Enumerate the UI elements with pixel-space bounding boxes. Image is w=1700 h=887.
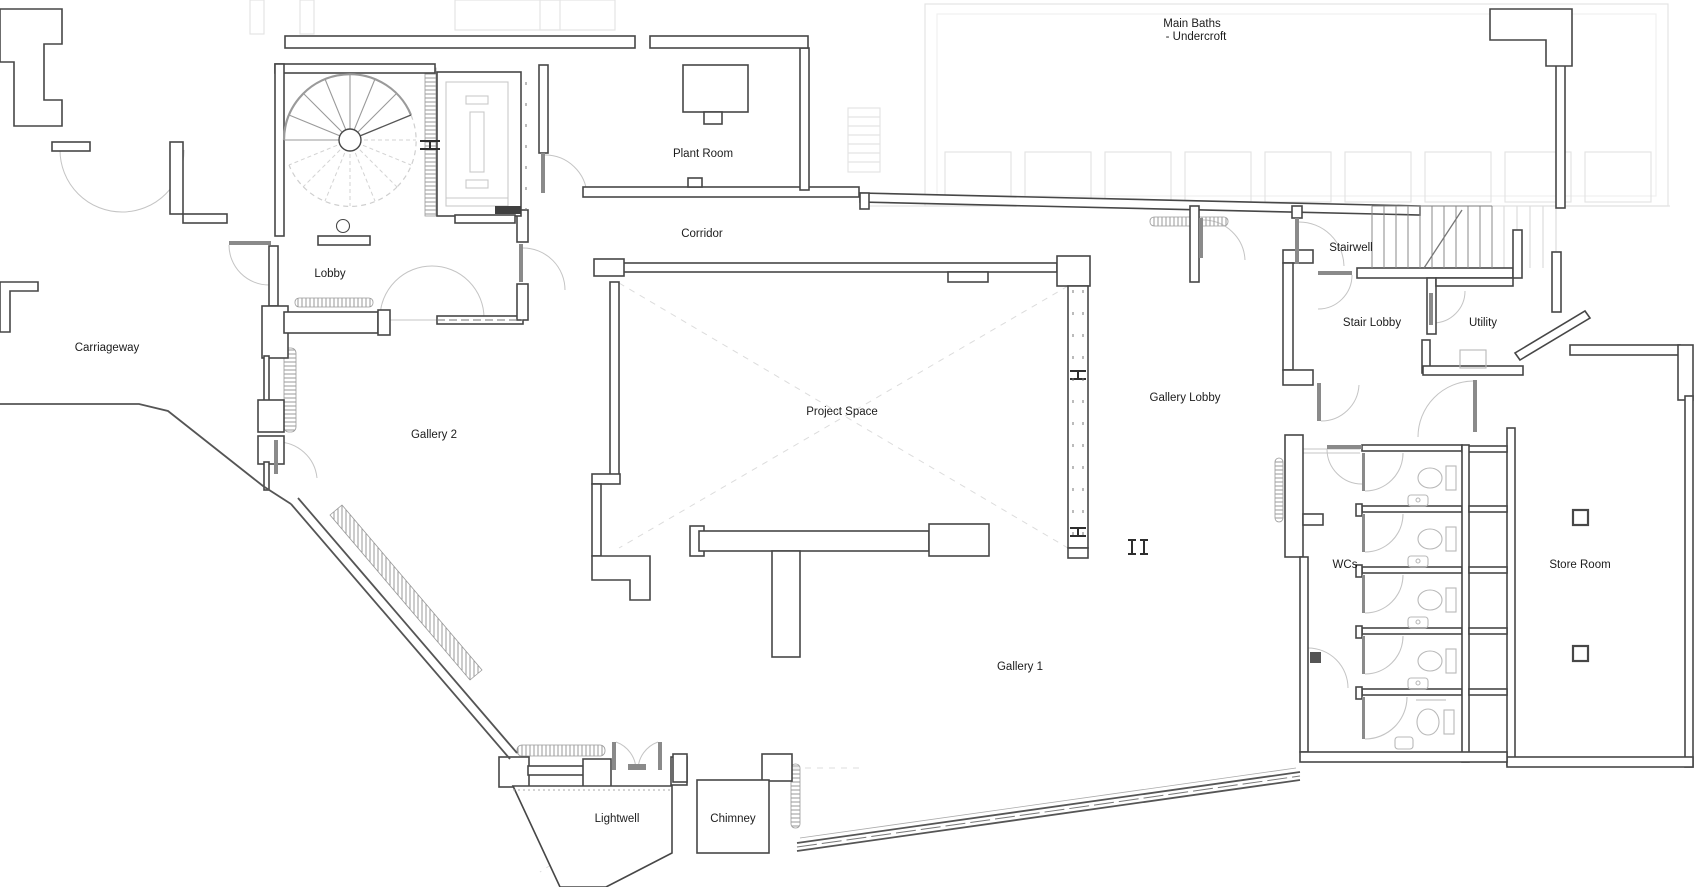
room-label-gallery-lobby: Gallery Lobby xyxy=(1150,392,1221,404)
room-label-chimney: Chimney xyxy=(710,813,756,825)
lobby-radiator xyxy=(294,297,374,308)
wcs-lower-door-arc xyxy=(1307,647,1349,689)
store-room-door-arc xyxy=(1417,380,1474,438)
corridor-vent xyxy=(1149,216,1229,227)
room-labels: Main Baths - Undercroft Plant Room Corri… xyxy=(75,18,1611,825)
room-label-store-room: Store Room xyxy=(1549,559,1610,571)
utility-sink xyxy=(1459,349,1487,369)
stair-lobby-south-door-arc xyxy=(1320,384,1360,422)
room-label-project-space: Project Space xyxy=(806,406,878,418)
gallery-lobby-radiator xyxy=(1274,457,1284,523)
wall-top-right-block xyxy=(1489,8,1573,67)
spiral-stair xyxy=(282,73,417,208)
stud-wall xyxy=(1067,285,1089,549)
wc-stall xyxy=(1362,452,1457,507)
room-label-corridor: Corridor xyxy=(681,228,723,240)
door-leaves xyxy=(229,153,1477,770)
store-column xyxy=(1571,508,1590,527)
lift-threshold xyxy=(495,206,521,214)
lobby-door-arc xyxy=(228,244,270,286)
stairwell-door-arc xyxy=(1298,221,1345,267)
room-label-lightwell: Lightwell xyxy=(595,813,640,825)
room-label-main-baths-2: - Undercroft xyxy=(1166,31,1228,43)
ghost-stair xyxy=(847,107,881,173)
gallery2-radiator xyxy=(283,347,297,433)
room-label-carriageway: Carriageway xyxy=(75,342,140,354)
gallery2-glazing-hatch xyxy=(329,504,483,681)
lift-car xyxy=(445,81,509,207)
walls xyxy=(0,8,1694,887)
wc-stall xyxy=(1362,635,1457,690)
store-column xyxy=(1571,644,1590,663)
glazing-detail xyxy=(437,319,1301,848)
plant-room-flue xyxy=(682,64,749,113)
room-label-utility: Utility xyxy=(1469,317,1497,329)
wc-stall xyxy=(1362,574,1457,629)
gallery1-radiator xyxy=(790,763,801,829)
lightwell-radiator xyxy=(516,744,606,757)
carriageway-ghost-double-door xyxy=(59,149,185,213)
room-label-stair-lobby: Stair Lobby xyxy=(1343,317,1401,329)
hatched-strips xyxy=(283,67,1284,829)
wcs-entry-door-arc xyxy=(1326,448,1363,485)
room-label-wcs: WCs xyxy=(1333,559,1358,571)
glazed-wall-mullions xyxy=(796,775,1301,848)
straight-stair xyxy=(1371,205,1493,269)
stair-break-line xyxy=(1423,209,1463,269)
stair-lobby-door-arc xyxy=(1317,274,1353,310)
chimney-shaft xyxy=(696,779,770,854)
wc-duct xyxy=(1310,652,1321,663)
carriageway-boundary xyxy=(0,403,292,505)
room-label-gallery-2: Gallery 2 xyxy=(411,429,457,441)
wall-left-stub xyxy=(0,281,39,333)
boundary-lines xyxy=(0,403,1301,852)
gallery2-diagonal-wall xyxy=(290,497,518,760)
project-space-cross xyxy=(618,282,1069,549)
corridor-big-door-arc xyxy=(379,265,485,319)
i-beam-stud-wall-low xyxy=(1070,527,1086,537)
lightwell-well xyxy=(511,785,673,887)
room-label-plant-room: Plant Room xyxy=(673,148,733,160)
wc-sliding-track xyxy=(1302,448,1360,454)
lobby-column xyxy=(335,218,351,234)
plant-room-door-arc xyxy=(544,154,588,196)
double-i-beam-column xyxy=(1128,539,1148,555)
stud-wall-ticks xyxy=(525,82,1084,544)
gallery1-glazed-wall xyxy=(796,771,1301,852)
room-label-lobby: Lobby xyxy=(314,268,346,280)
corridor-door-arc xyxy=(522,247,566,291)
utility-angled-wall xyxy=(1513,309,1592,362)
wc-stalls xyxy=(335,218,1487,750)
accessible-wc-stall xyxy=(1362,696,1455,750)
utility-door-arc xyxy=(1432,290,1466,324)
room-label-main-baths: Main Baths xyxy=(1163,18,1221,30)
room-label-gallery-1: Gallery 1 xyxy=(997,661,1043,673)
room-label-stairwell: Stairwell xyxy=(1329,242,1372,254)
wall-top-left-block xyxy=(0,8,63,127)
i-beam-lift-wall xyxy=(420,140,440,150)
wc-stall xyxy=(1362,513,1457,568)
